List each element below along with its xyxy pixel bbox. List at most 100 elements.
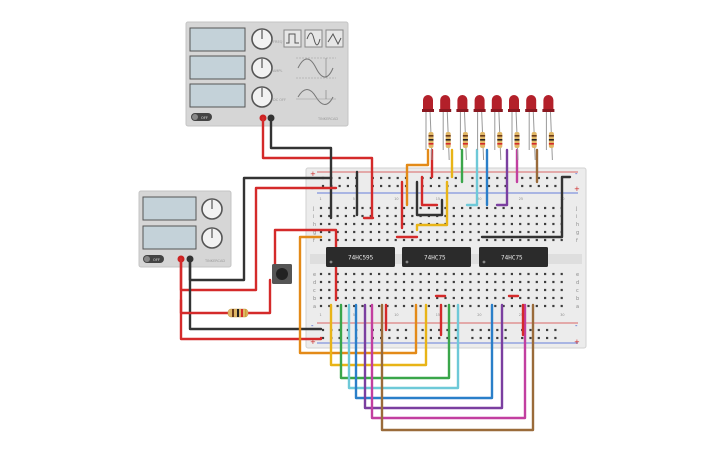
- wire-brown-loop[interactable]: [380, 303, 535, 432]
- breadboard-hole[interactable]: [336, 230, 339, 234]
- breadboard-hole[interactable]: [546, 184, 549, 188]
- breadboard-hole[interactable]: [436, 280, 439, 284]
- breadboard-hole[interactable]: [429, 328, 432, 332]
- breadboard-hole[interactable]: [388, 328, 391, 332]
- wire-cyan-led-4[interactable]: [465, 148, 479, 207]
- breadboard-hole[interactable]: [535, 230, 538, 234]
- breadboard-hole[interactable]: [510, 280, 513, 284]
- breadboard-hole[interactable]: [544, 280, 547, 284]
- breadboard-hole[interactable]: [411, 272, 414, 276]
- breadboard-hole[interactable]: [535, 222, 538, 226]
- led[interactable]: [423, 95, 433, 110]
- breadboard-hole[interactable]: [560, 238, 563, 242]
- breadboard-hole[interactable]: [394, 238, 397, 242]
- wire-orange-long[interactable]: [298, 235, 418, 355]
- breadboard-hole[interactable]: [319, 222, 323, 226]
- breadboard-hole[interactable]: [554, 184, 557, 188]
- breadboard-hole[interactable]: [452, 280, 455, 284]
- breadboard-hole[interactable]: [328, 206, 331, 210]
- breadboard-hole[interactable]: [461, 280, 464, 284]
- breadboard-hole[interactable]: [519, 288, 522, 292]
- breadboard-hole[interactable]: [328, 238, 331, 242]
- breadboard-hole[interactable]: [336, 238, 339, 242]
- breadboard-hole[interactable]: [519, 222, 522, 226]
- breadboard-hole[interactable]: [344, 222, 347, 226]
- breadboard-hole[interactable]: [452, 296, 455, 300]
- breadboard-hole[interactable]: [321, 184, 325, 188]
- breadboard-hole[interactable]: [529, 336, 532, 340]
- breadboard-hole[interactable]: [361, 238, 364, 242]
- breadboard-hole[interactable]: [344, 214, 347, 218]
- breadboard-hole[interactable]: [535, 280, 538, 284]
- breadboard-hole[interactable]: [546, 336, 549, 340]
- breadboard-hole[interactable]: [378, 214, 381, 218]
- breadboard-hole[interactable]: [535, 238, 538, 242]
- breadboard-hole[interactable]: [510, 222, 513, 226]
- breadboard-hole[interactable]: [319, 296, 323, 300]
- breadboard-hole[interactable]: [369, 222, 372, 226]
- led[interactable]: [526, 95, 537, 110]
- breadboard-hole[interactable]: [396, 328, 399, 332]
- breadboard-hole[interactable]: [386, 222, 389, 226]
- breadboard-hole[interactable]: [419, 206, 422, 210]
- led[interactable]: [474, 95, 485, 110]
- wire-magenta-loop[interactable]: [370, 303, 527, 420]
- breadboard-hole[interactable]: [485, 296, 489, 300]
- breadboard-hole[interactable]: [502, 272, 505, 276]
- breadboard-hole[interactable]: [544, 238, 547, 242]
- breadboard-hole[interactable]: [396, 336, 399, 340]
- breadboard-hole[interactable]: [527, 288, 530, 292]
- breadboard-hole[interactable]: [411, 280, 414, 284]
- breadboard-hole[interactable]: [537, 328, 540, 332]
- breadboard-hole[interactable]: [336, 214, 339, 218]
- breadboard-hole[interactable]: [477, 296, 480, 300]
- breadboard-hole[interactable]: [554, 336, 557, 340]
- breadboard-hole[interactable]: [369, 288, 372, 292]
- breadboard-hole[interactable]: [544, 296, 547, 300]
- breadboard-hole[interactable]: [494, 238, 497, 242]
- breadboard-hole[interactable]: [444, 206, 447, 210]
- breadboard-hole[interactable]: [328, 280, 331, 284]
- breadboard-hole[interactable]: [469, 222, 472, 226]
- breadboard-hole[interactable]: [328, 230, 331, 234]
- breadboard-hole[interactable]: [454, 184, 457, 188]
- breadboard-hole[interactable]: [527, 214, 530, 218]
- breadboard-hole[interactable]: [319, 272, 323, 276]
- breadboard-hole[interactable]: [527, 238, 530, 242]
- breadboard-hole[interactable]: [485, 230, 489, 234]
- wire-red-jumper-2[interactable]: [420, 175, 439, 207]
- breadboard-hole[interactable]: [502, 222, 505, 226]
- breadboard-hole[interactable]: [427, 238, 430, 242]
- breadboard-hole[interactable]: [494, 304, 497, 308]
- breadboard-hole[interactable]: [344, 288, 347, 292]
- breadboard-hole[interactable]: [560, 296, 563, 300]
- breadboard-hole[interactable]: [353, 238, 356, 242]
- breadboard-hole[interactable]: [552, 222, 555, 226]
- wire-red-resistor-right[interactable]: [246, 278, 272, 315]
- breadboard-hole[interactable]: [479, 328, 482, 332]
- breadboard-hole[interactable]: [479, 176, 482, 180]
- breadboard-hole[interactable]: [421, 336, 424, 340]
- breadboard-hole[interactable]: [319, 238, 323, 242]
- breadboard-hole[interactable]: [504, 328, 507, 332]
- breadboard-hole[interactable]: [344, 206, 347, 210]
- breadboard-hole[interactable]: [344, 238, 347, 242]
- breadboard-hole[interactable]: [469, 214, 472, 218]
- breadboard-hole[interactable]: [402, 222, 406, 226]
- breadboard-hole[interactable]: [560, 280, 563, 284]
- breadboard-hole[interactable]: [378, 288, 381, 292]
- breadboard-hole[interactable]: [494, 214, 497, 218]
- breadboard-hole[interactable]: [446, 328, 449, 332]
- breadboard-hole[interactable]: [544, 288, 547, 292]
- wire-purple-led-6[interactable]: [495, 148, 509, 207]
- breadboard-hole[interactable]: [436, 296, 439, 300]
- breadboard-hole[interactable]: [402, 214, 406, 218]
- breadboard-hole[interactable]: [452, 214, 455, 218]
- pushbutton-cap[interactable]: [276, 268, 288, 280]
- breadboard-hole[interactable]: [519, 230, 522, 234]
- breadboard-hole[interactable]: [344, 304, 347, 308]
- breadboard-hole[interactable]: [402, 288, 406, 292]
- breadboard-hole[interactable]: [487, 176, 491, 180]
- breadboard-hole[interactable]: [479, 184, 482, 188]
- breadboard-hole[interactable]: [461, 206, 464, 210]
